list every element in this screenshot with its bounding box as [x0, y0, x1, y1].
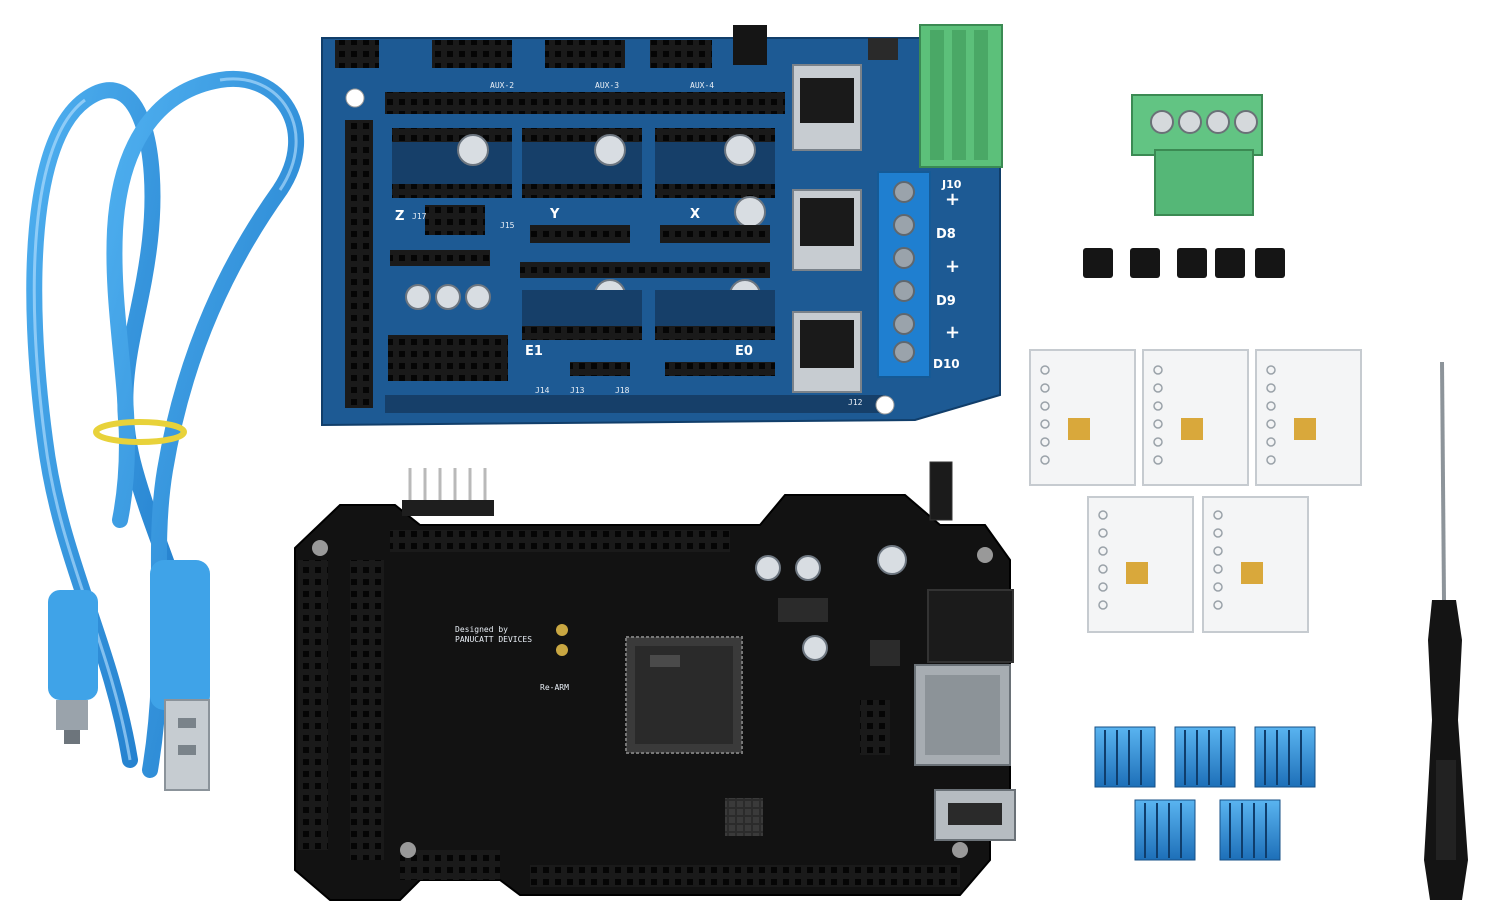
stepper-driver — [1202, 496, 1309, 633]
stepper-driver — [1255, 349, 1362, 486]
board-title: Re-ARM — [540, 683, 569, 692]
axis-label: E0 — [735, 344, 753, 359]
terminal-label: D8 — [936, 227, 956, 242]
jumper — [1215, 248, 1245, 278]
terminal-labels: + D8 + D9 + D10 — [933, 189, 960, 371]
icsp-pins — [402, 468, 494, 516]
header-label: J12 — [848, 398, 863, 407]
terminal-label: + — [945, 322, 960, 343]
re-arm-board: Re-ARM Designed by PANUCATT DEVICES — [294, 461, 1016, 901]
pin-header-block — [388, 335, 508, 381]
aux-header — [432, 40, 512, 68]
pin-header-top — [390, 530, 730, 552]
capacitor — [755, 545, 907, 661]
usb-port — [934, 789, 1016, 841]
mcu-chip — [625, 636, 743, 754]
power-terminal — [919, 24, 1003, 168]
board-credit: Designed by — [455, 625, 508, 634]
stepper-driver — [1087, 496, 1194, 633]
jumper — [1255, 248, 1285, 278]
jumpers — [1083, 248, 1285, 278]
terminal-label: + — [945, 256, 960, 277]
output-terminal-block — [877, 171, 931, 378]
pin-header-left — [345, 120, 373, 408]
aux-header — [335, 40, 379, 68]
jumper — [1083, 248, 1113, 278]
axis-label: Y — [549, 207, 560, 222]
aux-label: AUX-2 — [490, 81, 514, 90]
aux-label: AUX-3 — [595, 81, 619, 90]
heatsinks — [1094, 726, 1316, 861]
aux-header — [650, 40, 712, 68]
screwdriver — [1424, 361, 1468, 900]
board-credit: PANUCATT DEVICES — [455, 635, 532, 644]
dc-power-jack — [927, 589, 1014, 663]
header-label: J18 — [615, 386, 630, 395]
mosfet — [792, 64, 862, 393]
pin-header-left — [298, 560, 328, 850]
usb-cable — [26, 70, 305, 791]
terminal-block-connector — [1131, 94, 1263, 216]
usb-a-plug — [150, 560, 210, 791]
aux-label: AUX-4 — [690, 81, 714, 90]
jumper — [1177, 248, 1207, 278]
terminal-label: D10 — [933, 357, 960, 371]
ramps-shield: AUX-2 AUX-3 AUX-4 — [321, 24, 1003, 427]
sd-card-slot — [914, 664, 1011, 766]
axis-label: X — [690, 207, 700, 222]
pin-header-bottom — [530, 865, 960, 887]
header-label: J10 — [941, 178, 962, 191]
terminal-label: + — [945, 189, 960, 210]
pin-header-left-inner — [350, 560, 384, 860]
header-label: J17 — [412, 212, 427, 221]
aux-header — [545, 40, 625, 68]
header-label: J14 — [535, 386, 550, 395]
usb-mini-plug — [48, 590, 98, 744]
reset-button — [733, 25, 767, 65]
terminal-label: D9 — [936, 294, 956, 309]
axis-label: Z — [395, 209, 404, 224]
pin-header-bottom — [400, 850, 500, 880]
stepper-driver — [1142, 349, 1249, 486]
pin-header-top — [385, 92, 785, 114]
stepper-drivers — [1029, 349, 1362, 633]
jumper — [1130, 248, 1160, 278]
stepper-socket-row-top — [392, 128, 775, 198]
axis-label: E1 — [525, 344, 543, 359]
reset-button — [929, 461, 953, 521]
stepper-driver — [1029, 349, 1136, 486]
header-label: J15 — [500, 221, 515, 230]
header-label: J13 — [570, 386, 585, 395]
cable-tie — [93, 419, 187, 445]
